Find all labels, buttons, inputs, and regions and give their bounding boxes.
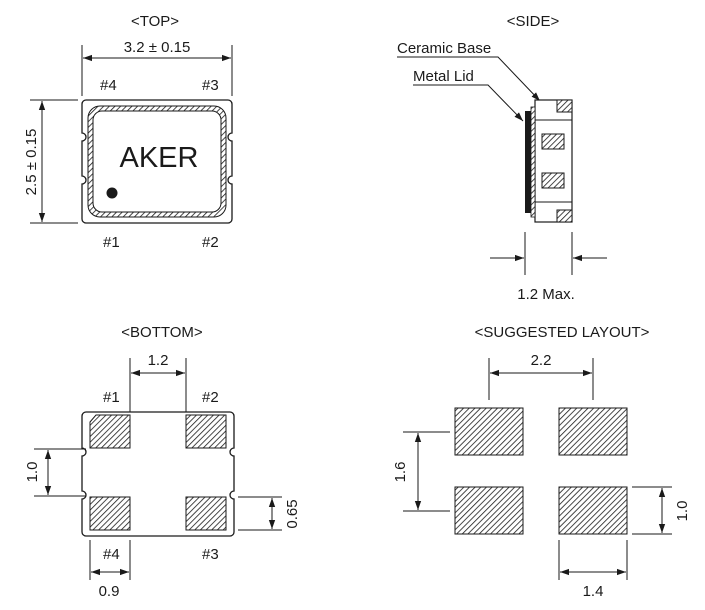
suggested-layout: <SUGGESTED LAYOUT> 2.2 1.6 1.0 1.4 bbox=[392, 324, 691, 600]
bottom-pad-3 bbox=[185, 496, 227, 531]
layout-pad-top-right bbox=[558, 407, 628, 456]
bottom-pin-4: #4 bbox=[103, 546, 120, 563]
bottom-view: <BOTTOM> 1.2 #1 #2 #4 #3 1.0 0.65 0.9 bbox=[24, 324, 301, 600]
side-metal-lid bbox=[525, 111, 531, 213]
bottom-pitch-x-dim: 1.2 bbox=[148, 352, 169, 369]
brand-marking: AKER bbox=[120, 142, 199, 174]
bottom-pitch-y-dim: 1.0 bbox=[24, 462, 41, 483]
side-view-title: <SIDE> bbox=[507, 13, 560, 30]
layout-pad-bottom-right bbox=[558, 486, 628, 535]
bottom-view-title: <BOTTOM> bbox=[121, 324, 203, 341]
pin1-indicator-dot bbox=[106, 187, 118, 199]
top-width-dim: 3.2 ± 0.15 bbox=[124, 39, 191, 56]
top-height-dim: 2.5 ± 0.15 bbox=[23, 129, 40, 196]
bottom-pin-3: #3 bbox=[202, 546, 219, 563]
layout-pad-height-dim: 1.0 bbox=[674, 501, 691, 522]
side-view: <SIDE> Ceramic Base Metal Lid 1.2 Max. bbox=[397, 13, 607, 303]
top-pin-2: #2 bbox=[202, 234, 219, 251]
bottom-pin-1: #1 bbox=[103, 389, 120, 406]
metal-lid bbox=[92, 110, 222, 213]
bottom-pad-height-dim: 0.65 bbox=[284, 499, 301, 528]
layout-pad-top-left bbox=[454, 407, 524, 456]
layout-pad-bottom-left bbox=[454, 486, 524, 535]
top-view-title: <TOP> bbox=[131, 13, 179, 30]
ceramic-base-label: Ceramic Base bbox=[397, 40, 491, 57]
bottom-pad-1 bbox=[89, 414, 131, 449]
bottom-pad-4 bbox=[89, 496, 131, 531]
layout-pitch-x-dim: 2.2 bbox=[531, 352, 552, 369]
side-terminal-mid-lower bbox=[541, 172, 565, 189]
top-pin-1: #1 bbox=[103, 234, 120, 251]
top-pin-4: #4 bbox=[100, 77, 117, 94]
side-terminal-top bbox=[556, 99, 573, 113]
side-terminal-bottom bbox=[556, 209, 573, 223]
top-pin-3: #3 bbox=[202, 77, 219, 94]
bottom-pad-2 bbox=[185, 414, 227, 449]
metal-lid-label: Metal Lid bbox=[413, 68, 474, 85]
side-ceramic-base bbox=[534, 99, 573, 223]
side-seal-ring bbox=[530, 106, 536, 218]
layout-title: <SUGGESTED LAYOUT> bbox=[475, 324, 650, 341]
bottom-pin-2: #2 bbox=[202, 389, 219, 406]
layout-span-y-dim: 1.6 bbox=[392, 462, 409, 483]
side-thickness-dim: 1.2 Max. bbox=[517, 286, 575, 303]
top-view: <TOP> 3.2 ± 0.15 2.5 ± 0.15 AKER #4 #3 #… bbox=[23, 13, 233, 251]
side-terminal-mid-upper bbox=[541, 133, 565, 150]
bottom-pad-width-dim: 0.9 bbox=[99, 583, 120, 600]
layout-pad-width-dim: 1.4 bbox=[583, 583, 604, 600]
